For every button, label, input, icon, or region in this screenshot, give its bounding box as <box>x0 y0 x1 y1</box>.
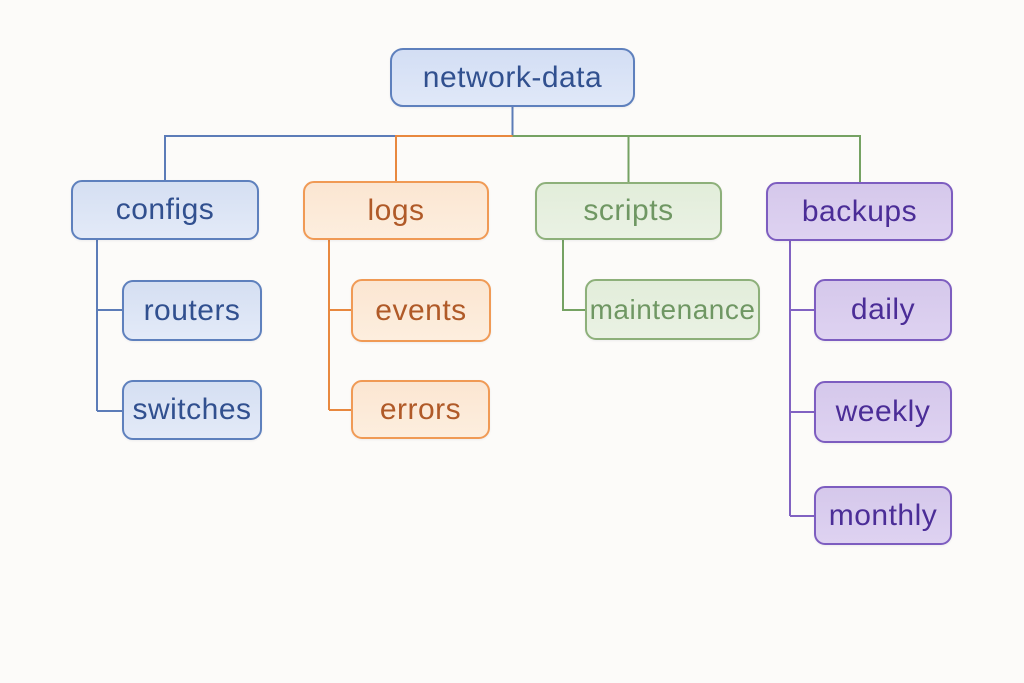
node-backups: backups <box>766 182 953 241</box>
node-monthly: monthly <box>814 486 952 545</box>
node-logs: logs <box>303 181 489 240</box>
connector-root-to-configs <box>164 135 396 180</box>
node-network-data: network-data <box>390 48 635 107</box>
connector-logs-children <box>328 240 351 411</box>
node-maintenance: maintenance <box>585 279 760 340</box>
node-weekly: weekly <box>814 381 952 443</box>
node-routers: routers <box>122 280 262 341</box>
connector-root-to-scripts <box>512 135 630 182</box>
node-errors: errors <box>351 380 490 439</box>
node-events: events <box>351 279 491 342</box>
connector-configs-children <box>96 240 122 412</box>
connector-scripts-children <box>562 240 585 311</box>
node-switches: switches <box>122 380 262 440</box>
node-scripts: scripts <box>535 182 722 240</box>
node-configs: configs <box>71 180 259 240</box>
connector-backups-children <box>789 241 814 517</box>
connector-root-to-logs <box>395 135 513 181</box>
node-daily: daily <box>814 279 952 341</box>
connector-root-to-backups <box>628 135 861 182</box>
